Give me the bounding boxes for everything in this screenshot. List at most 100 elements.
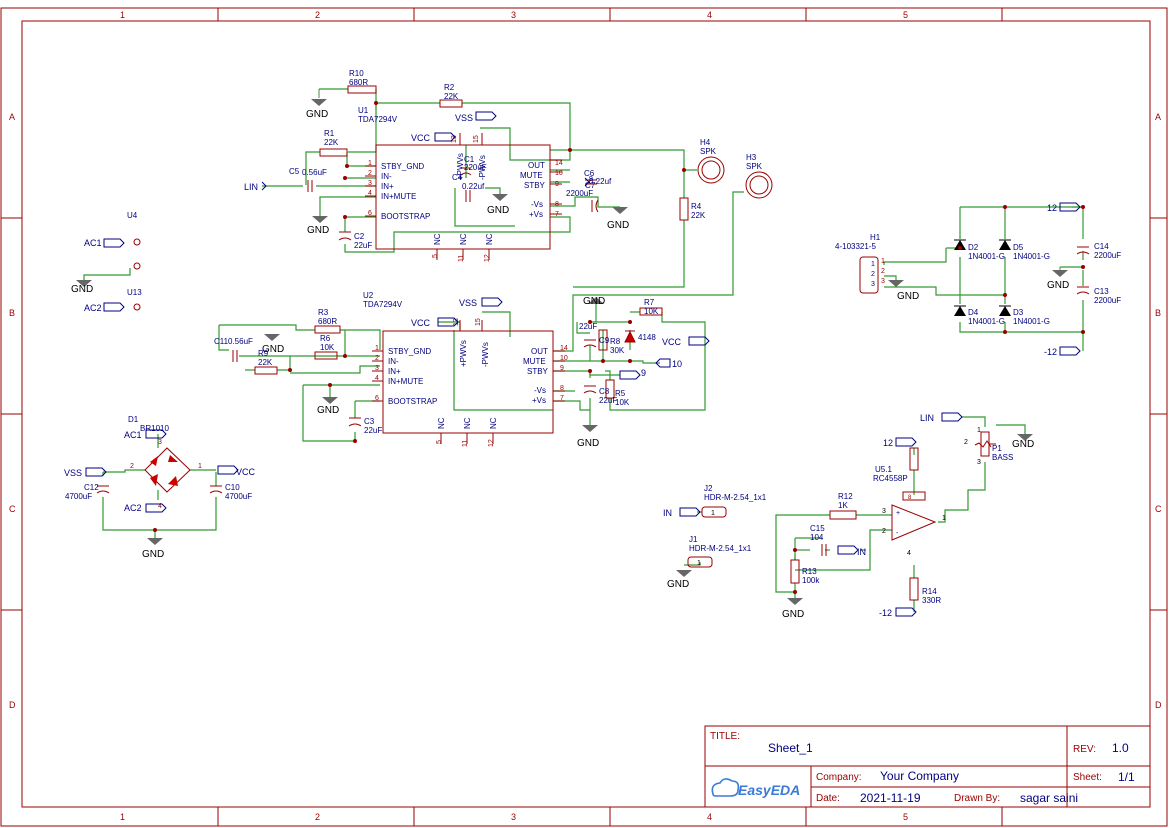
pin-label: +Vs xyxy=(532,396,546,405)
svg-text:8: 8 xyxy=(908,495,912,501)
r9-val: 22K xyxy=(258,358,273,367)
c8-ref: C8 xyxy=(599,387,610,396)
d2-val: 1N4001-G xyxy=(968,252,1005,261)
svg-text:3: 3 xyxy=(871,281,875,288)
pin-label: STBY xyxy=(527,367,549,376)
svg-text:GND: GND xyxy=(577,438,599,449)
svg-text:GND: GND xyxy=(782,609,804,620)
svg-text:3: 3 xyxy=(158,439,162,446)
pin-label: OUT xyxy=(531,347,548,356)
c11-val: 0.56uF xyxy=(228,337,253,346)
pin-number: 1 xyxy=(375,345,379,352)
header-j2: 1 J2 HDR-M-2.54_1x1 xyxy=(701,484,767,518)
c15-val: 104 xyxy=(810,533,824,542)
c3-ref: C3 xyxy=(364,417,375,426)
j2-val: HDR-M-2.54_1x1 xyxy=(704,493,767,502)
pin-label: STBY_GND xyxy=(381,162,424,171)
net-in: IN xyxy=(837,545,866,557)
r6-ref: R6 xyxy=(320,334,331,343)
svg-text:GND: GND xyxy=(897,291,919,302)
d4148-val: 4148 xyxy=(638,333,656,342)
gnd-symbol: GND xyxy=(607,207,629,231)
r12-ref: R12 xyxy=(838,492,853,501)
r4-ref: R4 xyxy=(691,202,702,211)
pin-number: 1 xyxy=(368,160,372,167)
c13-ref: C13 xyxy=(1094,287,1109,296)
r4-val: 22K xyxy=(691,211,706,220)
net-vcc: VCC xyxy=(662,336,710,347)
d2-ref: D2 xyxy=(968,243,979,252)
r14-ref: R14 xyxy=(922,587,937,596)
c9-ref: C9 xyxy=(599,336,610,345)
svg-text:10: 10 xyxy=(672,359,682,369)
svg-text:VSS: VSS xyxy=(455,113,473,123)
company-value: Your Company xyxy=(880,769,959,783)
gnd-symbol: GND xyxy=(317,397,339,416)
svg-text:3: 3 xyxy=(882,508,886,515)
c8-val: 22uF xyxy=(599,396,617,405)
u5-val: RC4558P xyxy=(873,474,908,483)
gnd-symbol: GND xyxy=(71,280,93,295)
d4-ref: D4 xyxy=(968,308,979,317)
date-value: 2021-11-19 xyxy=(860,791,921,805)
r2-val: 22K xyxy=(444,92,459,101)
r7-ref: R7 xyxy=(644,298,655,307)
pin-label: -Vs xyxy=(531,200,543,209)
gnd-symbol: GND xyxy=(306,89,328,120)
d3-ref: D3 xyxy=(1013,308,1024,317)
svg-text:AC2: AC2 xyxy=(124,503,142,513)
date-label: Date: xyxy=(816,793,840,804)
pin-label: MUTE xyxy=(520,171,543,180)
net-lin: LIN xyxy=(244,181,267,192)
r8-ref: R8 xyxy=(610,337,621,346)
svg-text:VCC: VCC xyxy=(662,337,682,347)
sheet-frame: 1 2 3 4 5 1 2 3 4 5 A B C D A B C D xyxy=(0,7,1168,827)
rev-value: 1.0 xyxy=(1112,741,1129,755)
c1-ref: C1 xyxy=(464,155,475,164)
net-ac2: AC2 xyxy=(124,503,167,513)
col-label: 4 xyxy=(707,812,712,822)
h3-ref: H3 xyxy=(746,153,757,162)
h3-val: SPK xyxy=(746,162,763,171)
net-in: IN xyxy=(663,507,701,518)
svg-text:-12: -12 xyxy=(879,608,892,618)
r13-val: 100k xyxy=(802,576,820,585)
pin-number: 3 xyxy=(375,365,379,372)
svg-text:1: 1 xyxy=(881,258,885,265)
pin-label: -Vs xyxy=(534,386,546,395)
svg-text:3: 3 xyxy=(977,459,981,466)
c14-val: 2200uF xyxy=(1094,251,1121,260)
pin-label: NC xyxy=(459,233,468,245)
pin-number: 15 xyxy=(475,318,482,326)
net-vss: VSS xyxy=(64,467,107,478)
gnd-symbol: GND xyxy=(307,216,329,236)
pin-label: NC xyxy=(485,233,494,245)
svg-text:GND: GND xyxy=(306,109,328,120)
bridge-diodes: D2 1N4001-G D5 1N4001-G D4 1N4001-G D3 1… xyxy=(954,239,1050,326)
pin-label: OUT xyxy=(528,161,545,170)
c15-ref: C15 xyxy=(810,524,825,533)
svg-text:GND: GND xyxy=(142,549,164,560)
pin-number: 10 xyxy=(560,355,568,362)
c2-ref: C2 xyxy=(354,232,365,241)
easyeda-logo: EasyEDA xyxy=(711,778,800,798)
net-10: 10 xyxy=(655,358,682,369)
j1-val: HDR-M-2.54_1x1 xyxy=(689,544,752,553)
title-block: TITLE: REV: Company: Sheet: Date: Drawn … xyxy=(704,725,1151,808)
sheet-label: Sheet: xyxy=(1073,772,1102,783)
pin-number: 12 xyxy=(484,254,491,262)
u2-chip: U2 TDA7294V STBY_GND IN- IN+ IN+MUTE BOO… xyxy=(363,291,568,447)
col-label: 3 xyxy=(511,10,516,20)
d4-val: 1N4001-G xyxy=(968,317,1005,326)
pot-p1: 123 P1 BASS xyxy=(964,427,1013,466)
pin-label: MUTE xyxy=(523,357,546,366)
col-label: 5 xyxy=(903,812,908,822)
col-label: 2 xyxy=(315,812,320,822)
u13-ref: U13 xyxy=(127,288,142,297)
svg-text:-: - xyxy=(896,530,899,537)
net-flags: VCC VSS LIN VSS VCC VCC 10 9 9 AC1 AC2 A… xyxy=(64,111,1081,618)
u2-part: TDA7294V xyxy=(363,300,403,309)
r10-val: 680R xyxy=(349,78,368,87)
svg-text:GND: GND xyxy=(1047,280,1069,291)
